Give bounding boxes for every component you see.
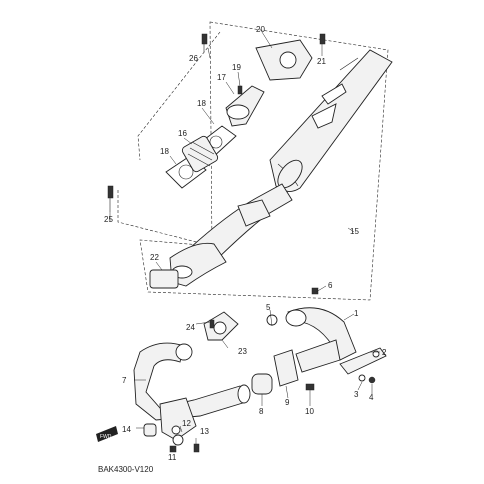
callout-3: 3	[354, 390, 359, 399]
bolt-13	[193, 443, 200, 453]
bolt-21	[319, 33, 326, 45]
clamp-23	[203, 311, 239, 341]
header-pipe	[133, 342, 251, 421]
silencer-inner-boundary	[117, 190, 213, 247]
callout-24: 24	[186, 323, 195, 332]
callout-22: 22	[150, 253, 159, 262]
callout-11: 11	[168, 453, 177, 462]
bolt-10	[305, 383, 315, 391]
end-cap	[255, 39, 313, 81]
callout-26: 26	[189, 54, 198, 63]
callout-25: 25	[104, 215, 113, 224]
bolt-19	[237, 85, 243, 95]
washer-12	[172, 434, 184, 446]
exhaust-pipe-1	[285, 307, 357, 373]
callout-13: 13	[200, 427, 209, 436]
callout-6: 6	[328, 281, 333, 290]
callout-7: 7	[122, 376, 127, 385]
front-direction-badge: FWD	[96, 426, 118, 442]
tail-pipe	[225, 85, 265, 127]
callout-12: 12	[182, 419, 191, 428]
callout-5: 5	[266, 303, 271, 312]
callout-18-upper: 18	[197, 99, 206, 108]
callout-23: 23	[238, 347, 247, 356]
callout-2: 2	[382, 348, 387, 357]
callout-21: 21	[317, 57, 326, 66]
grommet-14	[143, 423, 157, 437]
bolt-24	[209, 319, 215, 329]
silencer-body	[269, 49, 393, 192]
bolt-26	[201, 33, 208, 52]
nut-4	[368, 376, 376, 384]
leader-lines	[109, 31, 380, 452]
silencer-pipe	[169, 183, 293, 287]
spark-arrester	[181, 135, 219, 173]
callout-19: 19	[232, 63, 241, 72]
protector-2	[339, 347, 387, 375]
flange-9	[273, 349, 299, 387]
nut-6	[311, 287, 319, 295]
callout-8: 8	[259, 407, 264, 416]
callout-20: 20	[256, 25, 265, 34]
callout-14: 14	[122, 425, 131, 434]
callout-15: 15	[350, 227, 359, 236]
nut-11	[169, 445, 177, 453]
callout-16: 16	[178, 129, 187, 138]
callout-10: 10	[305, 407, 314, 416]
callout-18-lower: 18	[160, 147, 169, 156]
bolt-25	[107, 185, 114, 212]
gasket-5	[266, 314, 278, 326]
diagram-code: BAK4300-V120	[98, 465, 154, 474]
callout-17: 17	[217, 73, 226, 82]
joint-8	[251, 373, 273, 395]
front-badge-text: FWD	[100, 434, 112, 440]
callout-4: 4	[369, 393, 374, 402]
silencer-upper-boundary	[137, 31, 221, 161]
callout-1: 1	[354, 309, 359, 318]
joint-22	[149, 269, 179, 289]
callout-9: 9	[285, 398, 290, 407]
washer-3	[358, 374, 366, 382]
exhaust-bracket	[159, 397, 197, 441]
